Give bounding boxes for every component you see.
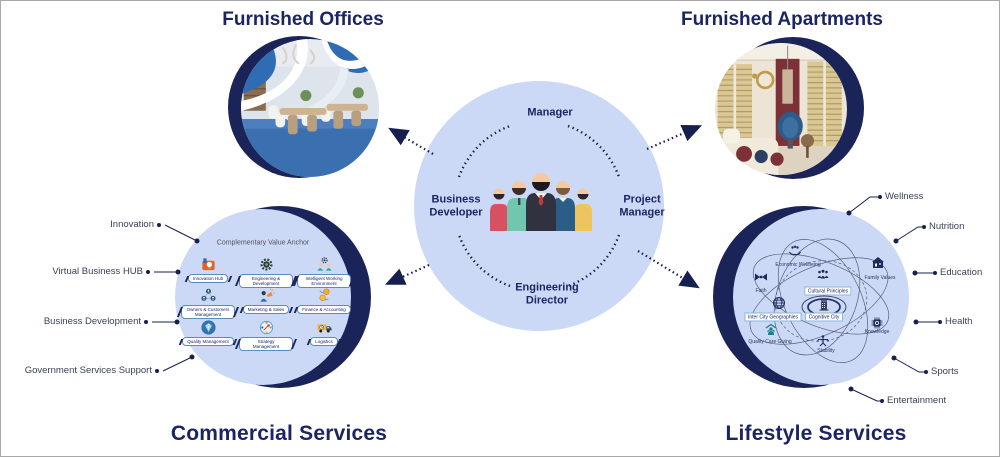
role-business-developer: Business Developer [429, 193, 483, 218]
role-engineering-director: Engineering Director [515, 281, 579, 306]
callout-nutrition: Nutrition [922, 221, 964, 232]
people-network-icon [201, 288, 215, 301]
connector-dot [924, 369, 928, 374]
grid-cell: Finance & Accounting [297, 287, 351, 315]
callout-wellness: Wellness [878, 191, 923, 202]
connector-dot [880, 398, 884, 403]
grid-cell: Engineering & Development [239, 256, 293, 289]
node-label-cognitive-city: Cognitive City [805, 312, 843, 322]
grid-cell: Intelligent Working Environment [297, 256, 351, 289]
role-manager: Manager [527, 106, 573, 119]
anchor-title: Complementary Value Anchor [216, 239, 310, 247]
callout-business-development: Business Development [44, 316, 148, 327]
lifestyle-services-title: Lifestyle Services [725, 422, 907, 445]
grid-label: Marketing & Sales [242, 305, 290, 315]
cultural-principles-icon [817, 269, 829, 279]
callout-virtual-business-hub: Virtual Business HUB [52, 266, 150, 277]
grid-cell: Owners & Customers Management [181, 287, 235, 320]
megaphone-icon [259, 288, 275, 302]
connector-dot [146, 269, 150, 274]
callout-label: Wellness [885, 191, 924, 202]
grid-label: Quality Management [182, 337, 234, 347]
callout-label: Innovation [110, 219, 154, 230]
furnished-apartments-title: Furnished Apartments [681, 9, 883, 30]
callout-innovation: Innovation [110, 219, 161, 230]
grid-cell: Innovation Hub [181, 256, 235, 284]
economic-wellbeing-icon [788, 245, 802, 256]
strategy-compass-icon [259, 320, 273, 335]
apartment-photo [715, 43, 847, 175]
knowledge-chip-icon [871, 317, 883, 329]
faith-icon [755, 273, 767, 281]
coins-icon [318, 288, 330, 302]
grid-label: Logistics [310, 337, 338, 347]
grid-cell: Quality Management [181, 319, 235, 347]
team-illustration-icon [490, 173, 592, 231]
node-label-quality-care-giving: Quality Care Giving [748, 339, 792, 345]
callout-entertainment: Entertainment [880, 395, 946, 406]
grid-label: Finance & Accounting [297, 305, 351, 315]
gears-icon [259, 258, 273, 271]
node-label-inter-city-geographies: Inter City Geographies [744, 312, 802, 322]
callout-label: Sports [931, 366, 959, 377]
callout-health: Health [938, 316, 972, 327]
callout-label: Government Services Support [24, 365, 152, 376]
callout-label: Education [940, 267, 983, 278]
innovation-hub-icon [201, 258, 215, 271]
connector-dot [157, 222, 161, 227]
callout-label: Health [945, 316, 973, 327]
grid-cell: Marketing & Sales [239, 287, 293, 315]
node-label-family-values: Family Values [864, 275, 896, 281]
furnished-offices-title: Furnished Offices [222, 9, 384, 30]
cognitive-city-icon [819, 300, 829, 311]
node-label-faith: Faith [755, 288, 767, 294]
grid-label: Innovation Hub [187, 274, 229, 284]
diamond-icon [200, 320, 216, 335]
callout-education: Education [933, 267, 982, 278]
connector-dot [938, 319, 942, 324]
commercial-services-title: Commercial Services [170, 422, 388, 445]
office-photo [241, 39, 379, 177]
lifestyle-orbits [749, 238, 890, 363]
grid-cell: Strategy Management [239, 319, 293, 352]
grid-label: Strategy Management [239, 337, 293, 352]
connector-dot [155, 368, 159, 373]
quality-care-icon [765, 323, 777, 335]
connector-dot [144, 319, 148, 324]
grid-label: Intelligent Working Environment [297, 274, 351, 289]
node-label-knowledge: Knowledge [864, 329, 890, 335]
node-label-economic-wellbeing: Economic Wellbeing [775, 262, 821, 268]
node-label-cultural-principles: Cultural Principles [804, 286, 852, 296]
connector-dot [933, 270, 937, 275]
globe-icon [773, 297, 785, 309]
family-values-icon [872, 257, 884, 268]
callout-label: Nutrition [929, 221, 965, 232]
callout-sports: Sports [924, 366, 958, 377]
callout-label: Business Development [43, 316, 141, 327]
grid-label: Engineering & Development [239, 274, 293, 289]
connector-dot [922, 224, 926, 229]
grid-label: Owners & Customers Management [181, 305, 235, 320]
connector-dot [878, 194, 882, 199]
smart-workspace-icon [316, 257, 332, 271]
node-label-stability: Stability [817, 348, 835, 354]
grid-cell: Logistics [297, 319, 351, 347]
truck-icon [316, 324, 332, 333]
callout-label: Virtual Business HUB [52, 266, 143, 277]
role-project-manager: Project Manager [619, 193, 665, 218]
stability-icon [817, 335, 829, 347]
callout-government-services: Government Services Support [25, 365, 159, 376]
callout-label: Entertainment [887, 395, 947, 406]
